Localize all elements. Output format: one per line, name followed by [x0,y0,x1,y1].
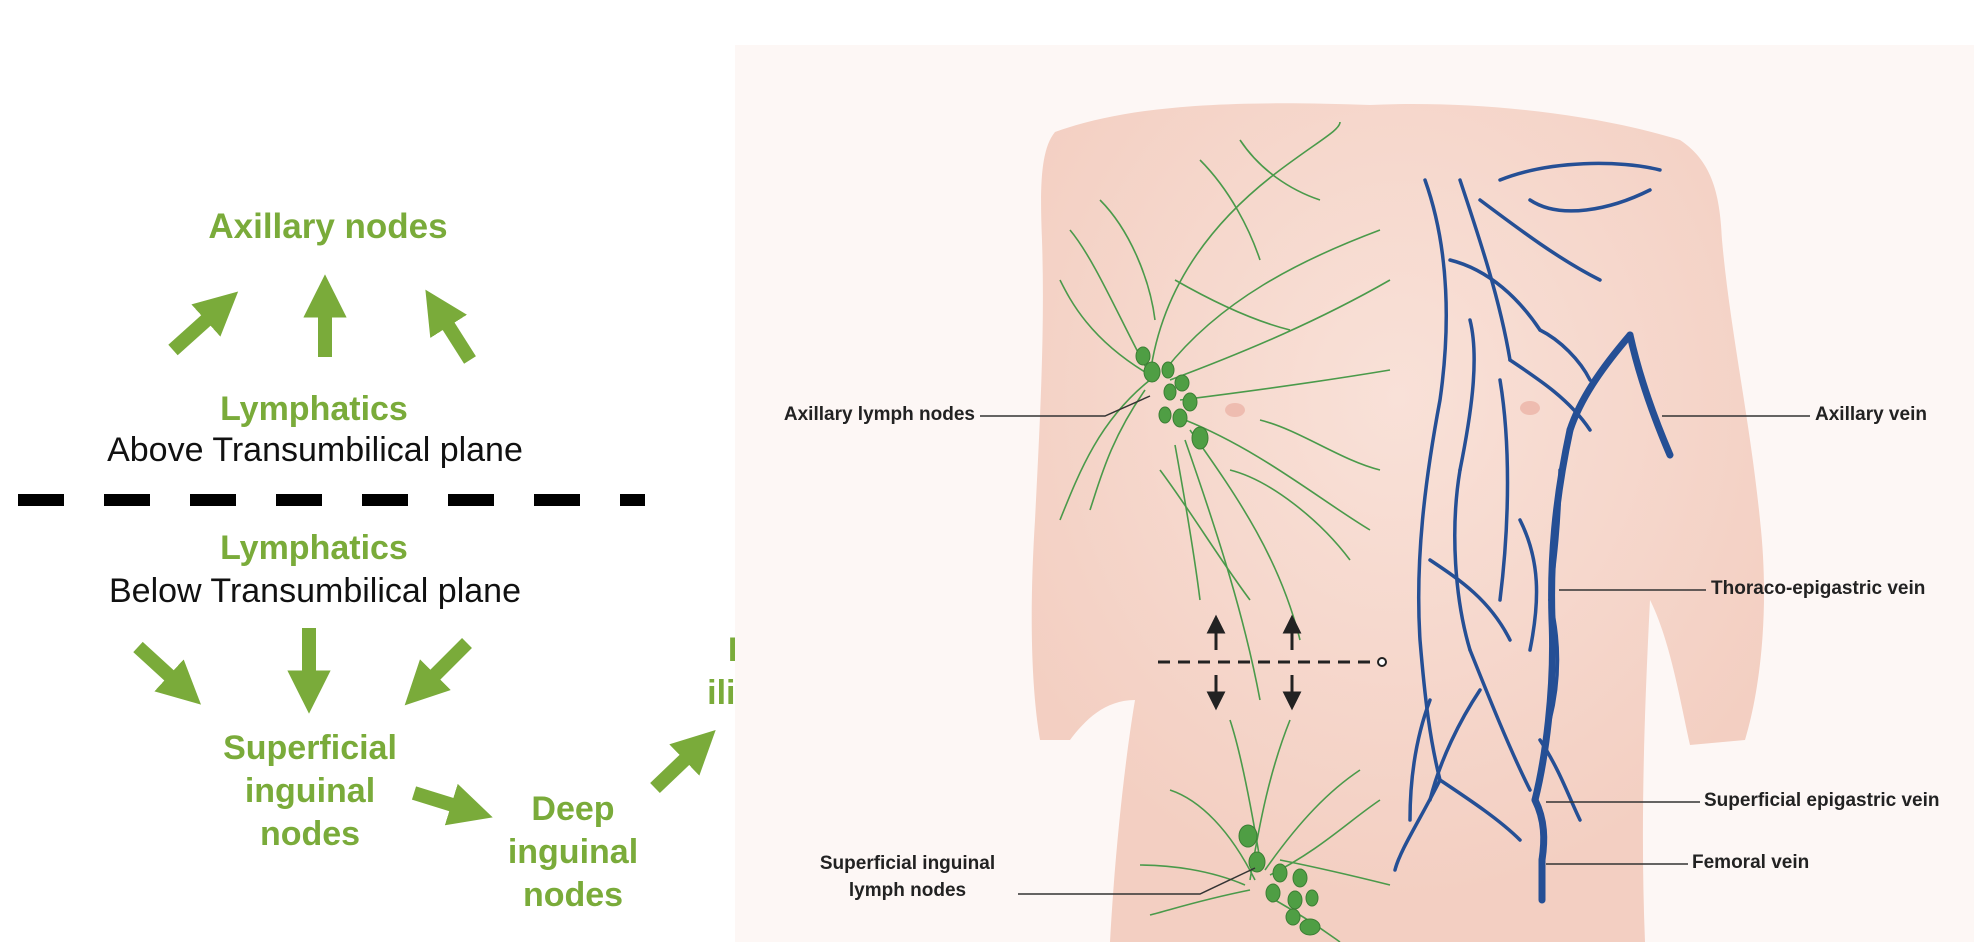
axillary-nodes-label: Axillary nodes [208,207,448,246]
arrow-up-left [168,291,239,356]
axillary-vein-annotation: Axillary vein [1815,404,1927,425]
arrow-up-right [425,289,476,364]
lymphatic-vessels [1059,121,1391,942]
superficial-epigastric-vein [1531,796,1548,864]
below-plane-label: Below Transumbilical plane [109,572,521,610]
superficial-inguinal-nodes-label: Superficial inguinal nodes [223,729,397,853]
axillary-node-cluster [1135,346,1209,450]
inguinal-node-cluster [1238,824,1321,936]
plane-arrows [1206,614,1302,711]
nipple-right [1520,401,1540,415]
major-veins [1531,331,1674,904]
femoral-vein-annotation: Femoral vein [1692,852,1810,873]
umbilicus-marker [1377,657,1387,667]
superficial-inguinal-lymph-nodes-annotation: Superficial inguinal lymph nodes [819,853,996,901]
deep-inguinal-nodes-label: Deep inguinal nodes [507,790,639,914]
superficial-veins [1393,161,1662,872]
above-plane-label: Above Transumbilical plane [107,431,523,469]
arrow-deep-to-external [650,730,716,794]
arrow-down-left [404,638,472,706]
axillary-vein-upper [1566,331,1634,434]
lymphatics-below-label: Lymphatics [220,529,408,567]
leader-lines [980,395,1810,895]
axillary-vein [1626,331,1674,459]
torso-silhouette [1031,103,1765,942]
arrow-superficial-to-deep [411,783,493,826]
axillary-lymph-nodes-annotation: Axillary lymph nodes [783,404,975,425]
superficial-epigastric-vein-annotation: Superficial epigastric vein [1704,790,1940,811]
arrow-down-right [133,641,202,705]
thoraco-epigastric-vein [1531,426,1574,804]
nipple-left [1225,403,1245,417]
lymphatics-above-label: Lymphatics [220,390,408,428]
thoraco-epigastric-vein-annotation: Thoraco-epigastric vein [1711,578,1926,599]
